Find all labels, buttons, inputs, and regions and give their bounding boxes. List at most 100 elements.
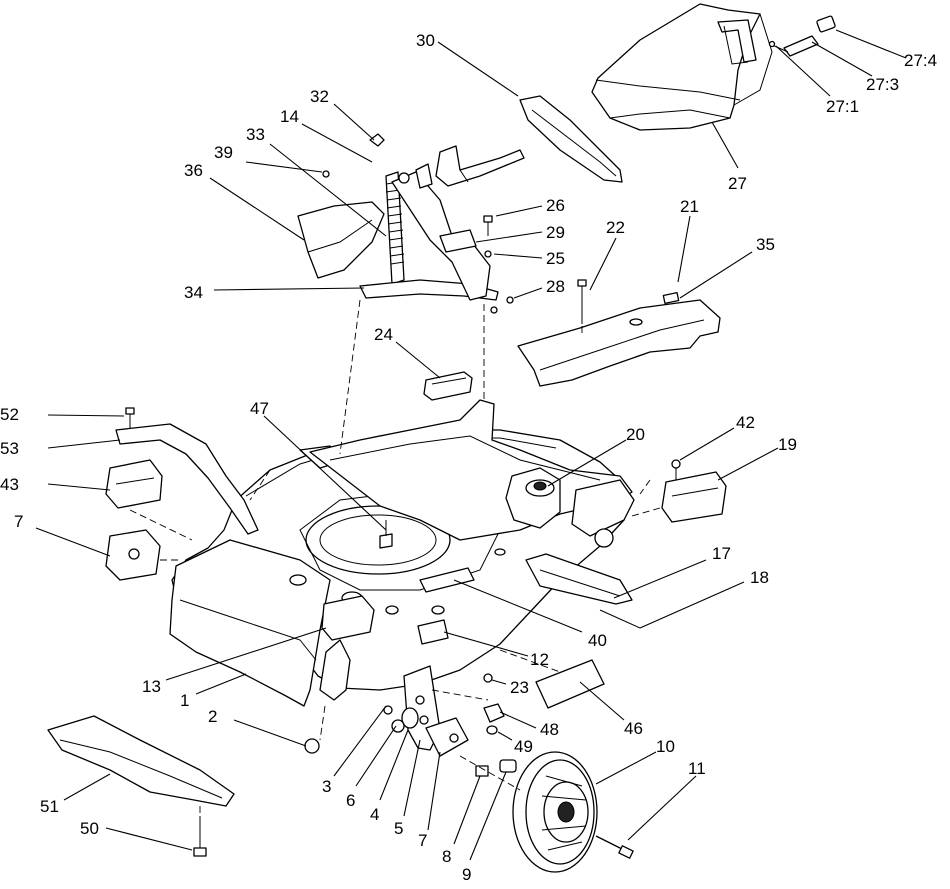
callout-7-lower: 7 <box>418 751 441 850</box>
callout-26: 26 <box>495 196 565 217</box>
fasteners-upper-part <box>483 215 591 339</box>
callout-11: 11 <box>627 759 706 841</box>
callout-43: 43 <box>0 475 111 494</box>
bag-frame-hardware-part <box>768 15 836 57</box>
grass-bag-part <box>591 3 773 131</box>
callout-23: 23 <box>491 678 529 697</box>
assembly-guide-lines <box>129 299 661 816</box>
callout-51: 51 <box>40 773 111 816</box>
callout-17: 17 <box>613 544 731 599</box>
callout-label-35: 35 <box>756 235 775 254</box>
callout-20: 20 <box>547 425 645 487</box>
callout-label-34: 34 <box>184 283 203 302</box>
callout-label-5: 5 <box>394 819 403 838</box>
callout-25: 25 <box>493 249 565 268</box>
baffle-bar-part <box>47 715 235 857</box>
callout-label-12: 12 <box>530 650 549 669</box>
callout-label-51: 51 <box>40 797 59 816</box>
callout-label-27-4: 27:4 <box>904 51 937 70</box>
callout-label-20: 20 <box>626 425 645 444</box>
callout-27: 27 <box>711 121 747 193</box>
callout-label-27-3: 27:3 <box>866 75 899 94</box>
callout-label-36: 36 <box>184 161 203 180</box>
callout-label-19: 19 <box>778 435 797 454</box>
baffle-part <box>423 371 473 401</box>
callout-8: 8 <box>442 775 481 866</box>
callout-label-32: 32 <box>310 87 329 106</box>
callout-label-26: 26 <box>546 196 565 215</box>
callout-label-47: 47 <box>250 399 269 418</box>
callout-label-39: 39 <box>214 143 233 162</box>
callout-27-3: 27:3 <box>811 41 899 94</box>
callout-label-25: 25 <box>546 249 565 268</box>
callout-49: 49 <box>497 731 533 756</box>
callout-30: 30 <box>416 31 519 97</box>
engine-mount-part <box>309 399 635 541</box>
callout-1: 1 <box>180 673 247 710</box>
callout-label-4: 4 <box>370 805 379 824</box>
callout-label-17: 17 <box>712 544 731 563</box>
pivot-bracket-part <box>369 133 514 314</box>
callout-19: 19 <box>717 435 797 481</box>
callout-label-28: 28 <box>546 277 565 296</box>
callout-3: 3 <box>322 705 387 796</box>
callout-46: 46 <box>579 681 643 738</box>
front-axle-part <box>525 528 641 629</box>
rear-door-part <box>435 95 623 187</box>
callout-27-4: 27:4 <box>835 29 937 70</box>
callout-36: 36 <box>184 161 305 241</box>
callout-label-27: 27 <box>728 174 747 193</box>
callout-label-23: 23 <box>510 678 529 697</box>
callout-24: 24 <box>374 325 441 379</box>
callouts: 30 27:4 27:3 27:1 27 32 14 <box>0 29 937 884</box>
callout-label-52: 52 <box>0 405 19 424</box>
callout-14: 14 <box>280 107 373 163</box>
callout-47: 47 <box>250 399 387 531</box>
plate-part <box>535 659 605 709</box>
callout-label-27-1: 27:1 <box>826 97 859 116</box>
callout-label-9: 9 <box>462 865 471 884</box>
callout-28: 28 <box>513 277 565 299</box>
callout-21: 21 <box>677 197 699 283</box>
callout-label-6: 6 <box>346 791 355 810</box>
callout-40: 40 <box>453 579 607 650</box>
callout-52: 52 <box>0 405 125 424</box>
right-side-hardware-part <box>661 459 727 523</box>
callout-53: 53 <box>0 439 121 458</box>
callout-label-21: 21 <box>680 197 699 216</box>
callout-label-48: 48 <box>540 720 559 739</box>
callout-label-22: 22 <box>606 218 625 237</box>
callout-48: 48 <box>499 711 559 739</box>
callout-12: 12 <box>443 631 549 669</box>
callout-29: 29 <box>475 223 565 243</box>
callout-label-49: 49 <box>514 737 533 756</box>
assembly-drawing <box>47 3 836 873</box>
callout-34: 34 <box>184 283 365 302</box>
callout-label-11: 11 <box>688 759 706 778</box>
callout-label-43: 43 <box>0 475 19 494</box>
rear-cover-part <box>517 291 721 387</box>
fasteners-lower-part <box>304 673 505 754</box>
callout-39: 39 <box>214 143 323 173</box>
callout-7-left: 7 <box>14 512 111 557</box>
callout-33: 33 <box>246 125 387 237</box>
callout-label-50: 50 <box>80 819 99 838</box>
callout-label-2: 2 <box>208 707 217 726</box>
wheel-part <box>512 751 634 873</box>
left-side-hardware-part <box>105 407 259 581</box>
callout-label-1: 1 <box>180 691 189 710</box>
callout-label-18: 18 <box>750 568 769 587</box>
callout-32: 32 <box>310 87 375 141</box>
callout-50: 50 <box>80 819 193 851</box>
callout-label-8: 8 <box>442 847 451 866</box>
callout-label-3: 3 <box>322 777 331 796</box>
front-bracket-part <box>321 520 475 645</box>
callout-label-13: 13 <box>142 677 161 696</box>
callout-label-14: 14 <box>280 107 299 126</box>
callout-42: 42 <box>679 413 755 461</box>
callout-label-24: 24 <box>374 325 393 344</box>
callout-27-1: 27:1 <box>775 45 859 116</box>
callout-22: 22 <box>589 218 625 291</box>
callout-35: 35 <box>679 235 775 299</box>
